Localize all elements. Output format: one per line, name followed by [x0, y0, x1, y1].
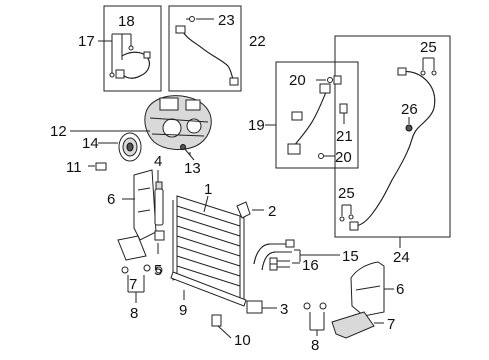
clutch-14-drawing: [118, 132, 142, 162]
fitting-21-mark: [339, 103, 348, 124]
bracket-6-left-drawing: [133, 169, 157, 241]
callout-24: 24: [393, 249, 410, 266]
callout-17: 17: [78, 33, 95, 50]
inset-box-22-23: [168, 5, 242, 92]
callout-21: 21: [336, 128, 353, 145]
bolt-13-mark: [180, 144, 195, 161]
callout-6-left: 6: [107, 191, 115, 208]
callout-2: 2: [268, 203, 276, 220]
inset-box-24-26: [334, 35, 451, 238]
condenser-1-drawing: [172, 195, 245, 301]
callout-5: 5: [154, 262, 162, 279]
line-24-drawing: [349, 67, 436, 231]
callout-4: 4: [154, 153, 162, 170]
seal-9-drawing: [170, 271, 247, 307]
dryer-4-drawing: [154, 181, 164, 226]
callout-8-right: 8: [311, 337, 319, 354]
callout-9: 9: [179, 302, 187, 319]
callout-26: 26: [401, 101, 418, 118]
sensor-11-mark: [88, 162, 107, 171]
guide-7-right-drawing: [331, 311, 375, 339]
callout-18: 18: [118, 13, 135, 30]
callout-7-right: 7: [387, 316, 395, 333]
callout-19: 19: [248, 117, 265, 134]
pipe-15-drawing: [253, 239, 295, 271]
hose-22-drawing: [175, 25, 239, 86]
hose-19-drawing: [287, 83, 331, 155]
fitting-23-mark: [189, 16, 214, 22]
fitting-16-mark: [269, 257, 290, 271]
callout-14: 14: [82, 135, 99, 152]
callout-22: 22: [249, 33, 266, 50]
inset-box-17-18: [103, 5, 162, 92]
callout-25-lower: 25: [338, 185, 355, 202]
callout-15: 15: [342, 248, 359, 265]
insulator-10-mark: [211, 314, 222, 327]
callout-8-left: 8: [130, 305, 138, 322]
clip-8-left-marks: [121, 264, 163, 274]
callout-10: 10: [234, 332, 251, 349]
guide-6-right-drawing: [350, 261, 385, 317]
callout-25-upper: 25: [420, 39, 437, 56]
valve-25-upper-mark: [420, 57, 437, 76]
bracket-2-mark: [236, 201, 251, 219]
bracket-3-mark: [246, 300, 263, 314]
callout-3: 3: [280, 301, 288, 318]
leader-lines: [70, 18, 401, 339]
hose-17-drawing: [115, 51, 151, 79]
compressor-12-drawing: [144, 95, 212, 150]
callout-6-right: 6: [396, 281, 404, 298]
callout-20-upper: 20: [289, 72, 306, 89]
bracket-5-mark: [154, 230, 165, 241]
fitting-20-upper-mark: [316, 75, 342, 85]
callout-16: 16: [302, 257, 319, 274]
callout-20-lower: 20: [335, 149, 352, 166]
callout-23: 23: [218, 12, 235, 29]
callout-1: 1: [204, 181, 212, 198]
cap-26-mark: [405, 117, 413, 132]
callout-13: 13: [184, 160, 201, 177]
callout-12: 12: [50, 123, 67, 140]
callout-7-left: 7: [129, 276, 137, 293]
bracket-7-left-drawing: [117, 235, 147, 261]
callout-11: 11: [66, 159, 82, 176]
valve-25-lower-mark: [339, 204, 354, 222]
clip-8-right-marks: [303, 302, 327, 310]
inset-box-19-21: [275, 61, 359, 169]
fitting-20-lower-mark: [318, 153, 330, 159]
